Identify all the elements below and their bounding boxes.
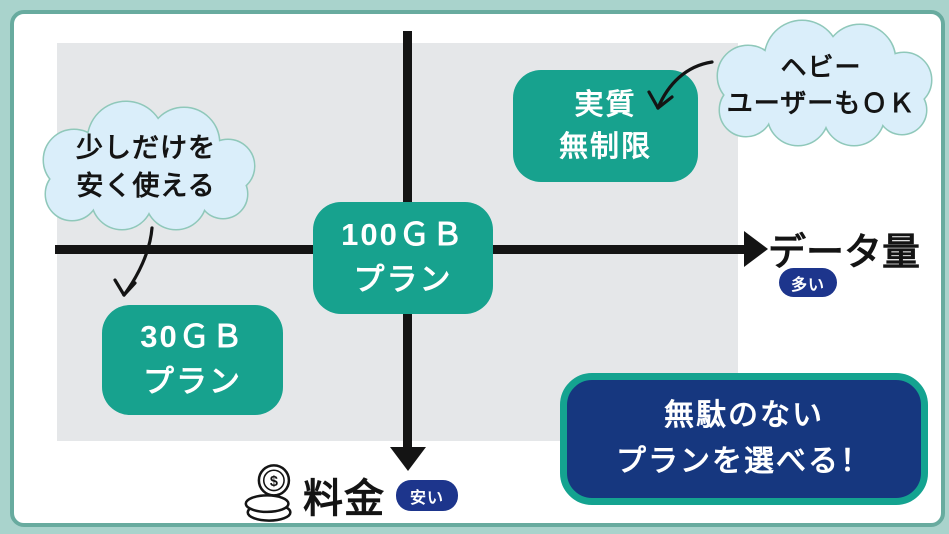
coin-stack-icon: $ (244, 464, 292, 522)
y-axis-arrowhead-icon (390, 447, 426, 471)
x-axis-label: データ量 (768, 232, 921, 274)
callout-right-text: ヘビー ユーザーもＯＫ (706, 18, 936, 152)
plan-30gb-line2: プラン (143, 364, 242, 399)
conclusion-line2: プランを選べる！ (616, 445, 872, 478)
dollar-sign: $ (270, 474, 278, 490)
callout-right-line2: ユーザーもＯＫ (726, 88, 916, 118)
callout-cloud-right: ヘビー ユーザーもＯＫ (706, 18, 936, 152)
callout-cloud-left: 少しだけを 安く使える (32, 98, 260, 238)
plan-box-30gb: 30ＧＢ プラン (102, 305, 283, 415)
plan-box-unlimited: 実質 無制限 (513, 70, 698, 182)
cloud-shape-icon (42, 100, 256, 231)
conclusion-box: 無駄のない プランを選べる！ (560, 373, 928, 505)
plan-unlimited-line1: 実質 (574, 88, 637, 121)
plan-30gb-line1: 30ＧＢ (140, 319, 245, 355)
callout-left-line1: 少しだけを (76, 133, 216, 164)
callout-left-text: 少しだけを 安く使える (32, 98, 260, 238)
callout-right-line1: ヘビー (780, 51, 862, 82)
plan-100gb-line1: 100ＧＢ (341, 217, 465, 253)
conclusion-line1: 無駄のない (664, 398, 824, 432)
cloud-shape-icon (716, 19, 933, 147)
plan-100gb-line2: プラン (353, 262, 453, 297)
plan-box-100gb: 100ＧＢ プラン (313, 202, 493, 314)
y-axis-badge: 安い (396, 480, 458, 511)
y-axis-label: 料金 (303, 477, 385, 521)
plan-unlimited-line2: 無制限 (558, 131, 652, 163)
x-axis-arrowhead-icon (744, 231, 768, 267)
callout-left-line2: 安く使える (76, 171, 216, 201)
x-axis-badge: 多い (779, 268, 837, 297)
